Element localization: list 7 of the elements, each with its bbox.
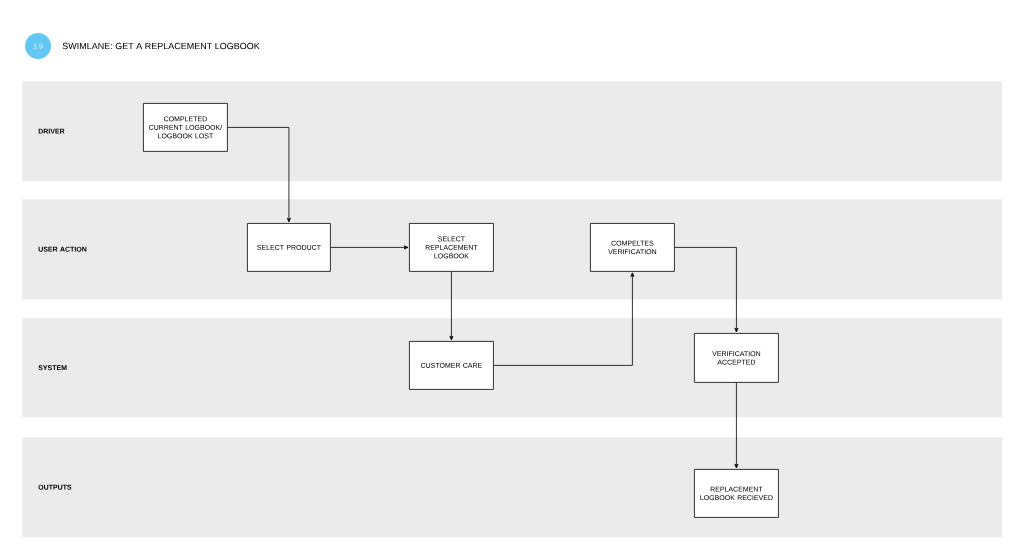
title: SWIMLANE: GET A REPLACEMENT LOGBOOK xyxy=(62,42,260,50)
arrow xyxy=(330,245,409,250)
arrow xyxy=(674,247,739,333)
arrow xyxy=(493,272,635,366)
arrow xyxy=(227,127,291,223)
arrow xyxy=(734,382,739,469)
arrow xyxy=(449,271,454,341)
